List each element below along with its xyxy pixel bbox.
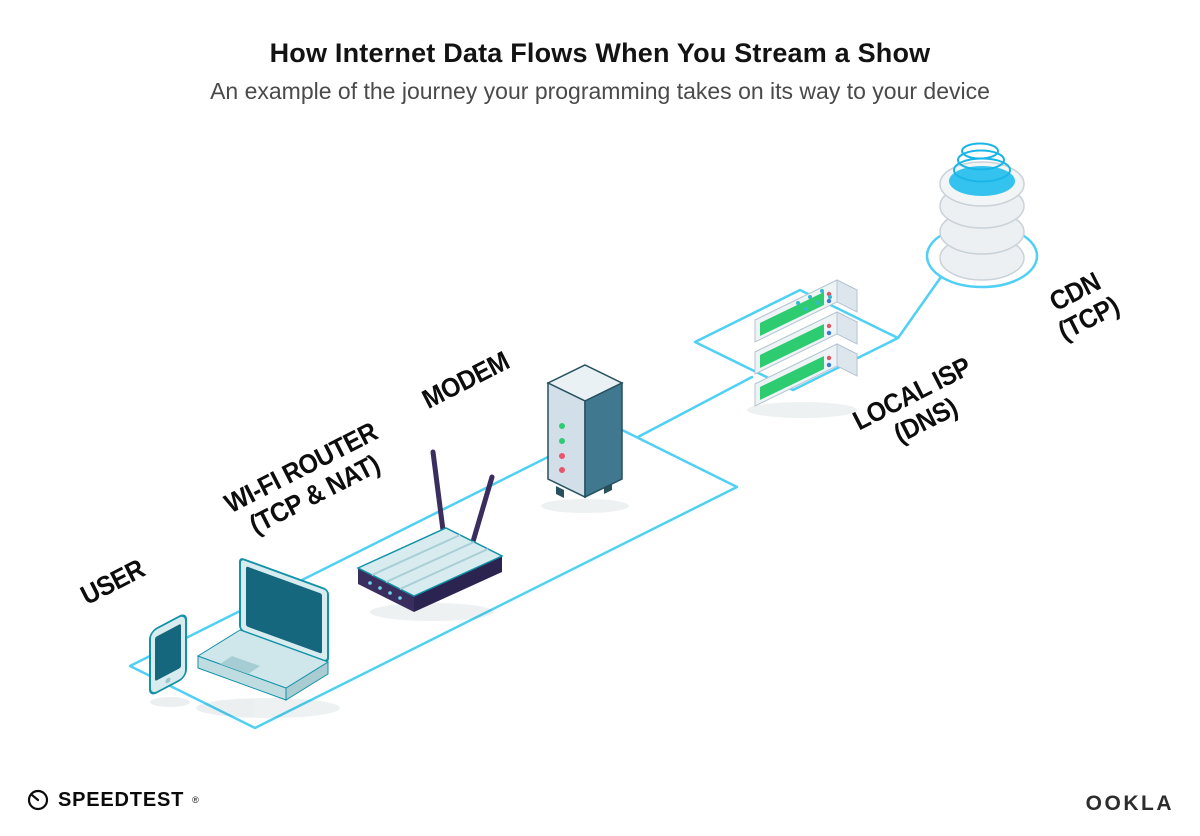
device-shadows: [150, 402, 857, 718]
path-user-loop: [128, 423, 739, 730]
speedtest-wordmark: SPEEDTEST: [58, 788, 185, 811]
modem-illustration: [546, 364, 624, 499]
laptop-trackpad: [220, 656, 260, 674]
cdn-illustration: [939, 142, 1025, 281]
server-top-dots: [796, 289, 832, 311]
server-unit: [753, 279, 859, 343]
connection-lines: [128, 223, 1039, 730]
router-leds: [368, 581, 402, 600]
isp-server-illustration: [753, 279, 859, 407]
speedometer-gauge-icon: [27, 789, 49, 811]
page-subtitle: An example of the journey your programmi…: [210, 78, 990, 104]
path-modem-to-isp: [636, 375, 754, 439]
speedtest-logo: SPEEDTEST ®: [26, 788, 199, 812]
registered-mark: ®: [192, 795, 199, 805]
ookla-wordmark: OOKLA: [1085, 792, 1174, 815]
page-title: How Internet Data Flows When You Stream …: [269, 38, 931, 68]
cdn-coil-rings: [953, 142, 1011, 183]
server-unit: [753, 311, 859, 375]
router-antennas: [430, 449, 495, 548]
router-vents: [371, 534, 489, 590]
modem-leds: [559, 423, 565, 473]
path-isp-to-cdn: [896, 275, 943, 340]
laptop-illustration: [196, 558, 330, 701]
phone-illustration: [149, 614, 187, 695]
server-unit: [753, 343, 859, 407]
router-illustration: [356, 449, 504, 612]
